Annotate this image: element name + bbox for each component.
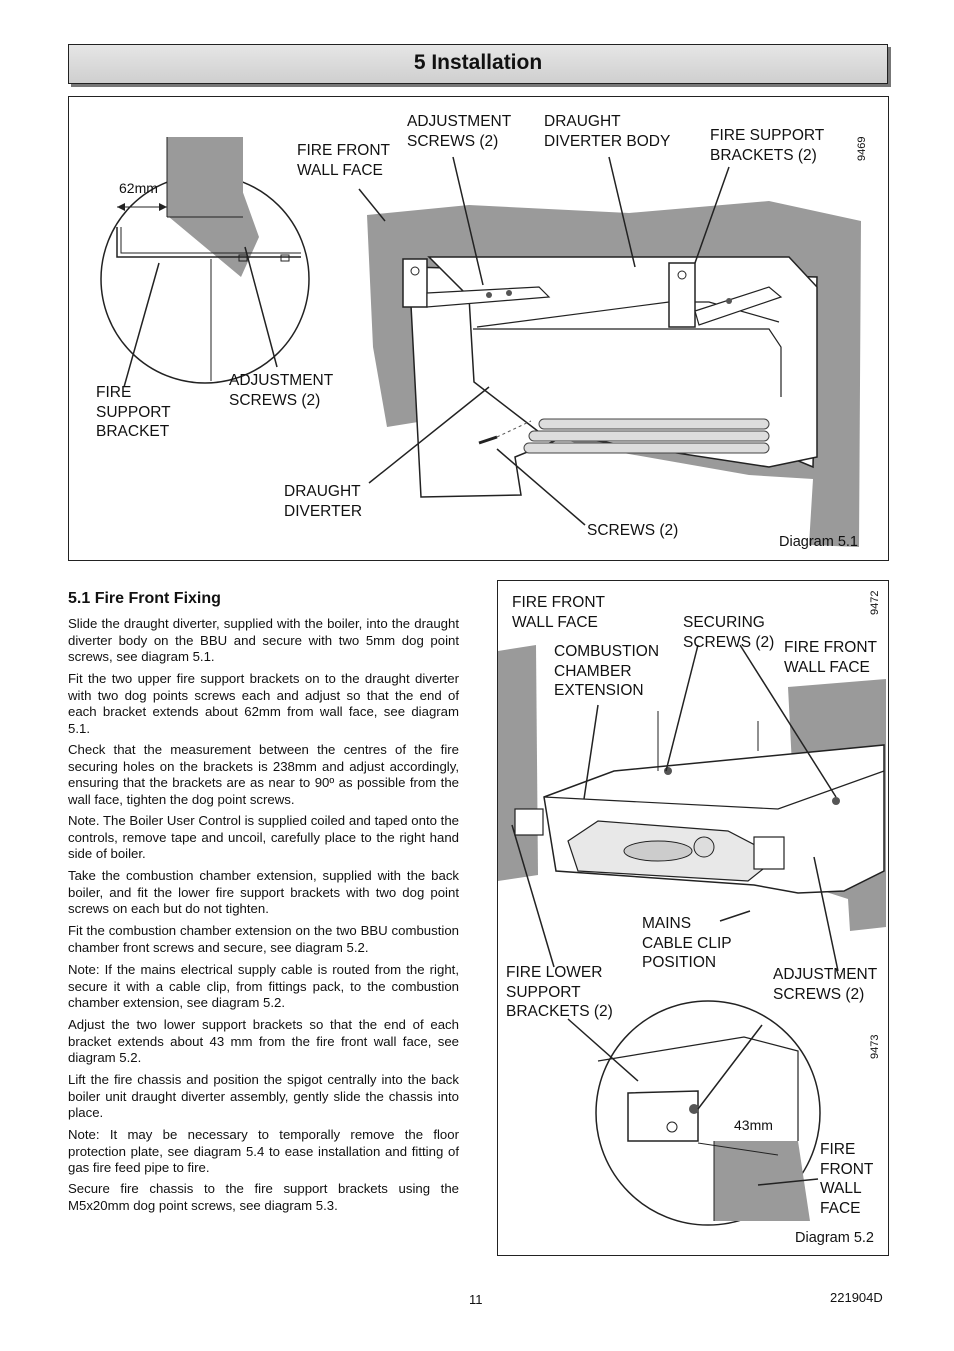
paragraph: Check that the measurement between the c… bbox=[68, 742, 459, 807]
label-adjustment-screws-left: ADJUSTMENT SCREWS (2) bbox=[229, 372, 334, 409]
diagram-5-2-caption: Diagram 5.2 bbox=[795, 1230, 874, 1246]
paragraph: Lift the fire chassis and position the s… bbox=[68, 1072, 459, 1120]
paragraph: Note. The Boiler User Control is supplie… bbox=[68, 813, 459, 861]
paragraph: Note: It may be necessary to temporally … bbox=[68, 1127, 459, 1175]
diagram-5-1-caption: Diagram 5.1 bbox=[779, 534, 858, 550]
label-fire-support-bracket: FIRE SUPPORT BRACKET bbox=[96, 384, 171, 440]
diagram-5-1-illustration bbox=[100, 137, 861, 547]
label-fire-lower-support-brackets: FIRE LOWER SUPPORT BRACKETS (2) bbox=[506, 964, 613, 1020]
label-draught-diverter: DRAUGHT DIVERTER bbox=[284, 483, 363, 520]
diagram-5-2-number-bottom: 9473 bbox=[869, 1034, 881, 1059]
label-62mm: 62mm bbox=[119, 180, 158, 196]
diagram-5-2-number-top: 9472 bbox=[869, 590, 881, 615]
paragraph: Take the combustion chamber extension, s… bbox=[68, 868, 459, 916]
label-mains-cable-clip: MAINS CABLE CLIP POSITION bbox=[642, 915, 732, 971]
diagram-5-2: 9472 9473 FIRE FRONT WALL FACE COMBUSTIO… bbox=[497, 580, 889, 1256]
label-fire-front-wall-face: FIRE FRONT WALL FACE bbox=[297, 142, 390, 179]
label-combustion-chamber-extension: COMBUSTION CHAMBER EXTENSION bbox=[554, 643, 660, 699]
paragraph: Slide the draught diverter, supplied wit… bbox=[68, 616, 459, 664]
label-adjustment-screws: ADJUSTMENT SCREWS (2) bbox=[773, 966, 878, 1003]
paragraph: Adjust the two lower support brackets so… bbox=[68, 1017, 459, 1065]
paragraph: Note: If the mains electrical supply cab… bbox=[68, 962, 459, 1010]
diagram-5-2-illustration bbox=[498, 644, 886, 1226]
label-securing-screws: SECURING SCREWS (2) bbox=[683, 614, 775, 651]
label-draught-diverter-body: DRAUGHT DIVERTER BODY bbox=[544, 113, 671, 150]
label-adjustment-screws-top: ADJUSTMENT SCREWS (2) bbox=[407, 113, 512, 150]
label-screws: SCREWS (2) bbox=[587, 522, 679, 539]
page-title: 5 Installation bbox=[413, 51, 543, 74]
paragraph: Fit the two upper fire support brackets … bbox=[68, 671, 459, 736]
page-number: 11 bbox=[469, 1292, 483, 1307]
paragraph: Fit the combustion chamber extension on … bbox=[68, 923, 459, 955]
label-fire-front-wall-face-right: FIRE FRONT WALL FACE bbox=[784, 639, 877, 676]
section-heading: 5.1 Fire Front Fixing bbox=[68, 590, 221, 607]
section-header: 5 Installation bbox=[68, 44, 888, 84]
paragraph: Secure fire chassis to the fire support … bbox=[68, 1181, 459, 1213]
diagram-5-1: 9469 62mm FIRE FRONT WALL FACE ADJUSTMEN… bbox=[68, 96, 889, 561]
label-fire-front-wall-face-left: FIRE FRONT WALL FACE bbox=[512, 594, 605, 631]
label-fire-support-brackets: FIRE SUPPORT BRACKETS (2) bbox=[710, 127, 825, 164]
diagram-5-1-number: 9469 bbox=[856, 136, 868, 161]
label-fire-front-wall-face-bottom: FIRE FRONT WALL FACE bbox=[820, 1141, 874, 1217]
label-43mm: 43mm bbox=[734, 1117, 773, 1133]
document-code: 221904D bbox=[830, 1290, 883, 1305]
